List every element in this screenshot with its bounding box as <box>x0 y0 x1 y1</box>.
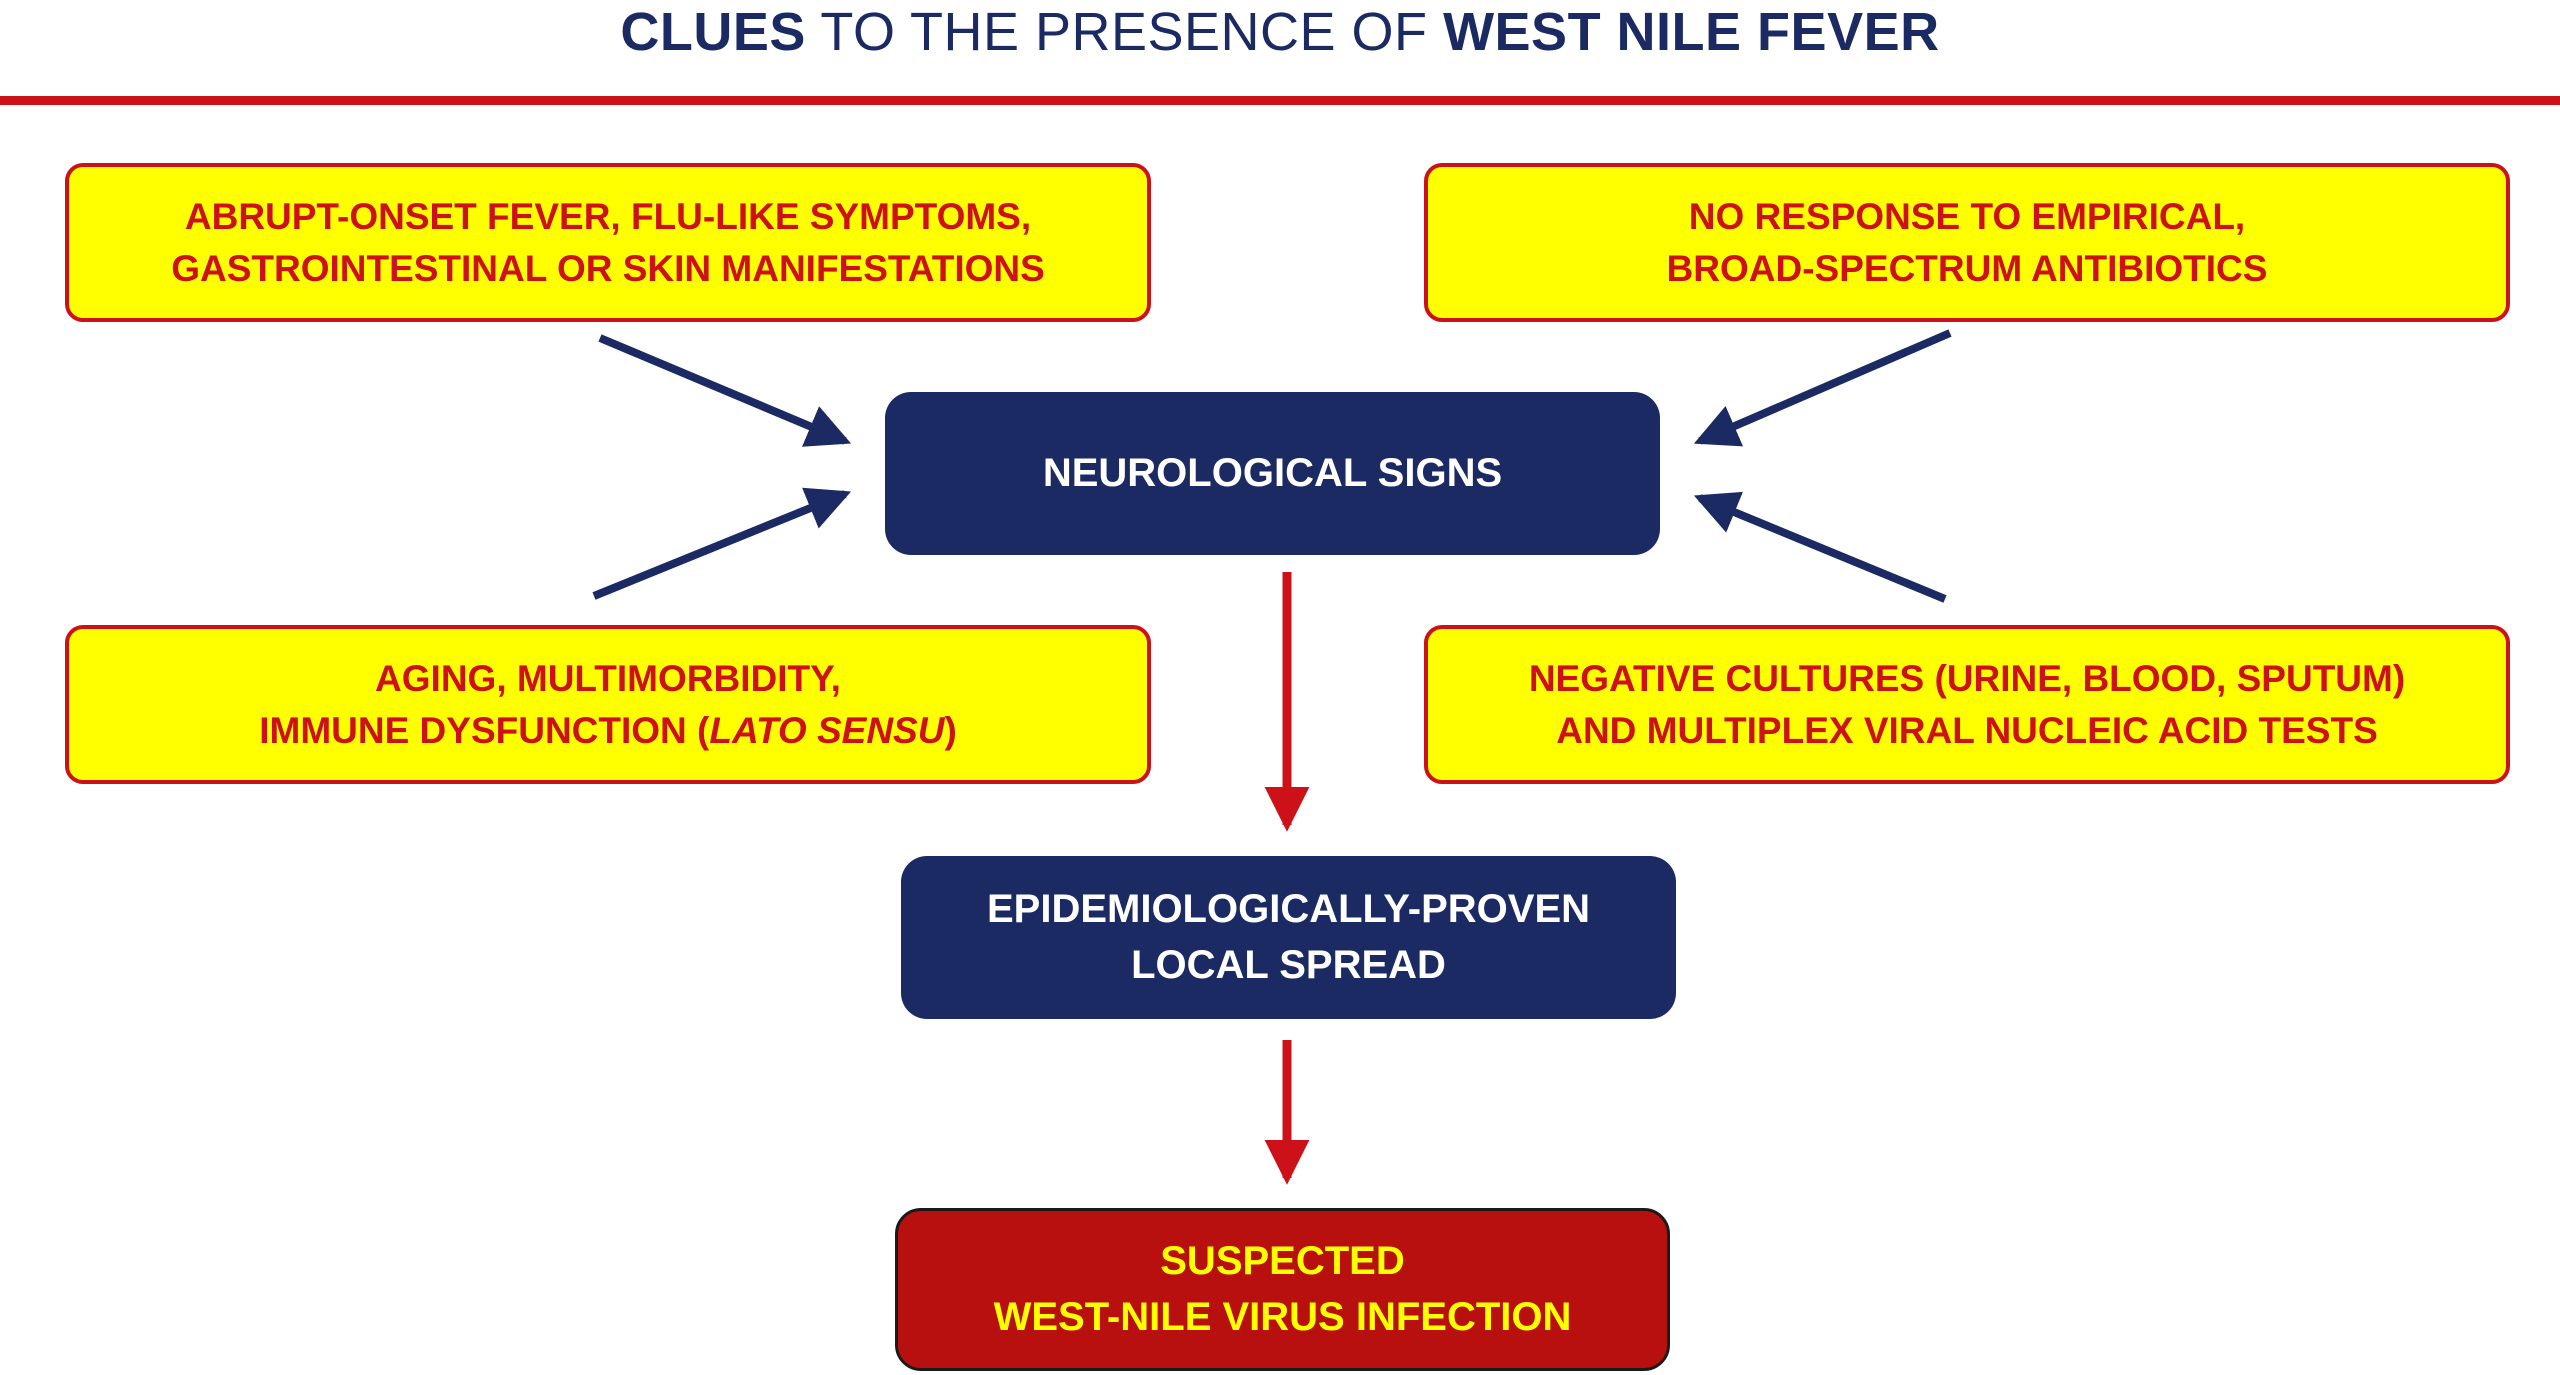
epidemiological-spread-line1: EPIDEMIOLOGICALLY-PROVEN <box>986 887 1591 932</box>
arrow-top-right-to-center <box>1693 329 1952 447</box>
suspected-infection-box: SUSPECTED WEST-NILE VIRUS INFECTION <box>895 1208 1670 1371</box>
clue-box-cultures-line1: NEGATIVE CULTURES (URINE, BLOOD, SPUTUM) <box>1528 658 2406 700</box>
epidemiological-spread-box: EPIDEMIOLOGICALLY-PROVEN LOCAL SPREAD <box>901 856 1676 1019</box>
arrow-mid-right-to-center <box>1693 491 1947 603</box>
suspected-infection-line1: SUSPECTED <box>1160 1239 1405 1284</box>
clue-box-antibiotics-line2: BROAD-SPECTRUM ANTIBIOTICS <box>1666 247 2268 289</box>
clue-box-antibiotics-line1: NO RESPONSE TO EMPIRICAL, <box>1688 196 2246 238</box>
clue-box-cultures: NEGATIVE CULTURES (URINE, BLOOD, SPUTUM)… <box>1424 625 2510 784</box>
clue-box-aging: AGING, MULTIMORBIDITY, IMMUNE DYSFUNCTIO… <box>65 625 1151 784</box>
clue-box-symptoms: ABRUPT-ONSET FEVER, FLU-LIKE SYMPTOMS, G… <box>65 163 1151 322</box>
suspected-infection-line2: WEST-NILE VIRUS INFECTION <box>993 1294 1572 1339</box>
clue-box-aging-line2: IMMUNE DYSFUNCTION (LATO SENSU) <box>259 705 957 756</box>
title-part-clues: CLUES <box>620 2 806 62</box>
arrow-mid-left-to-center <box>592 487 852 600</box>
title-divider-rule <box>0 96 2560 105</box>
title-part-middle: TO THE PRESENCE OF <box>805 2 1444 62</box>
clue-box-aging-line2-italic: LATO SENSU <box>709 709 945 751</box>
title-part-west-nile: WEST NILE FEVER <box>1443 2 1940 62</box>
page-title: CLUES TO THE PRESENCE OF WEST NILE FEVER <box>0 0 2560 65</box>
arrow-top-left-to-center <box>598 334 852 447</box>
clue-box-aging-line2-prefix: IMMUNE DYSFUNCTION ( <box>259 709 710 751</box>
clue-box-antibiotics: NO RESPONSE TO EMPIRICAL, BROAD-SPECTRUM… <box>1424 163 2510 322</box>
neurological-signs-box: NEUROLOGICAL SIGNS <box>885 392 1660 555</box>
epidemiological-spread-line2: LOCAL SPREAD <box>1131 942 1446 987</box>
clue-box-symptoms-line2: GASTROINTESTINAL OR SKIN MANIFESTATIONS <box>171 247 1045 289</box>
clue-box-aging-line1: AGING, MULTIMORBIDITY, <box>375 658 841 700</box>
neurological-signs-label: NEUROLOGICAL SIGNS <box>1042 450 1503 495</box>
clue-box-symptoms-line1: ABRUPT-ONSET FEVER, FLU-LIKE SYMPTOMS, <box>184 196 1032 238</box>
clue-box-cultures-line2: AND MULTIPLEX VIRAL NUCLEIC ACID TESTS <box>1556 709 2378 751</box>
clue-box-aging-line2-suffix: ) <box>944 709 957 751</box>
